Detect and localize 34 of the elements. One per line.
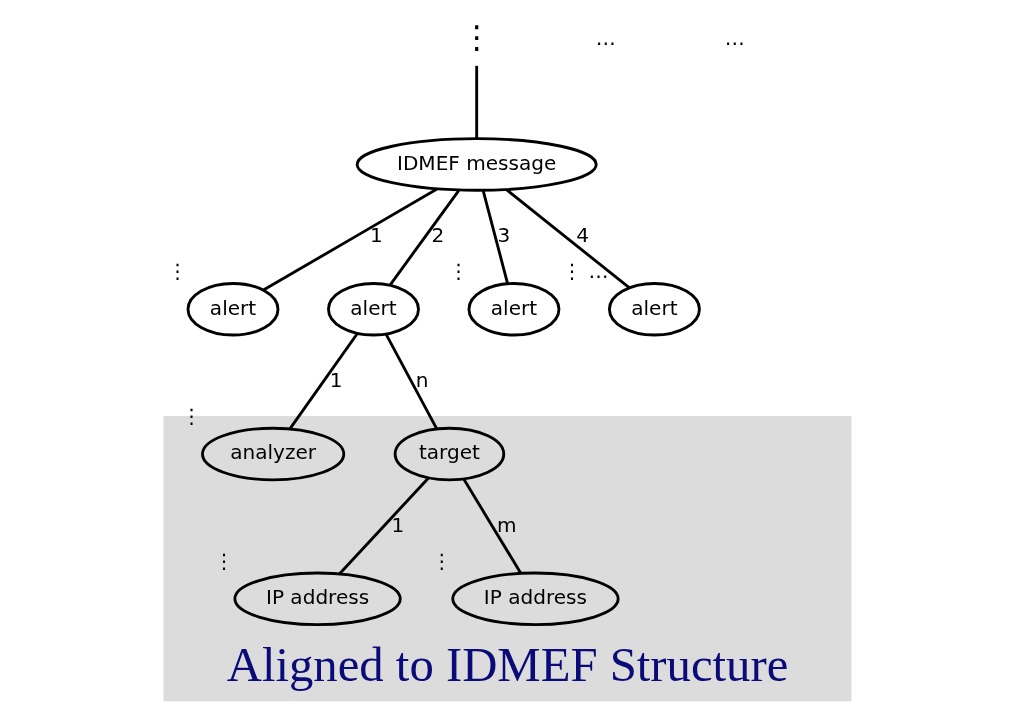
label: … (724, 26, 745, 51)
label: … (595, 26, 616, 51)
edge-label: n (415, 367, 429, 392)
connector (481, 190, 509, 284)
node-ellipse: IP address (451, 571, 620, 627)
node-label: ⋮ … (562, 259, 609, 283)
node-ellipse: analyzer (201, 426, 346, 482)
node-ellipse: alert (186, 282, 280, 337)
node-ellipse: alert (607, 282, 701, 337)
node-label: ⋮ (167, 259, 188, 283)
edge-label: 3 (497, 223, 511, 248)
connector (338, 477, 430, 575)
node-ellipse: IDMEF message (355, 137, 598, 192)
node-ellipse: IP address (233, 571, 402, 627)
edge-label: 4 (576, 223, 590, 248)
edge-label: 2 (431, 223, 445, 248)
node-ellipse: alert (327, 282, 420, 337)
connector (288, 332, 359, 430)
node-label: ⋮ (448, 259, 469, 283)
edge-label: 1 (369, 223, 383, 248)
connector (505, 188, 631, 289)
node-label: ⋮ (213, 548, 234, 573)
connector (384, 333, 438, 430)
edge-label: m (497, 512, 517, 537)
node-ellipse: target (393, 426, 506, 482)
connector (475, 65, 479, 139)
connector (262, 187, 438, 292)
node-ellipse: alert (467, 282, 561, 337)
connector (389, 189, 460, 286)
node-text: ⋮ (460, 18, 493, 55)
node-label: ⋮ (431, 548, 452, 573)
edge-label: 1 (329, 367, 343, 392)
edge-label: 1 (391, 512, 405, 537)
connector (462, 478, 522, 574)
